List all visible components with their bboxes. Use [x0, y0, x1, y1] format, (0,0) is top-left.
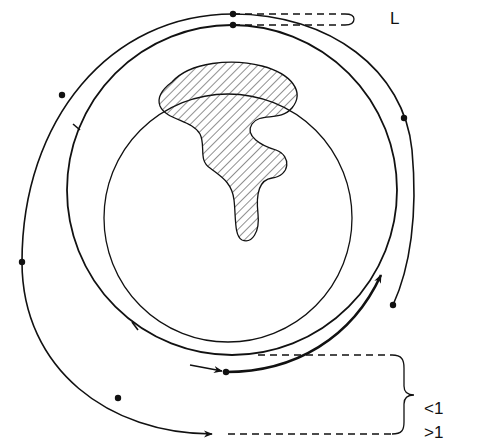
- tick: [73, 124, 80, 130]
- approach-arrow: [190, 365, 222, 371]
- orbit-point: [115, 395, 121, 401]
- orbit-point: [59, 92, 65, 98]
- leader-line: [258, 354, 392, 355]
- leader-line: [228, 433, 392, 434]
- bold-trajectory: [226, 275, 381, 372]
- transfer-trajectory: [233, 14, 414, 305]
- brace: [392, 355, 414, 434]
- orbit-point: [19, 259, 25, 265]
- orbit-point: [401, 115, 407, 121]
- orbit-point: [390, 302, 396, 308]
- orbit-point: [223, 369, 229, 375]
- ratio-label: >1: [424, 424, 443, 441]
- orbit-points: [19, 11, 407, 401]
- transfer-trajectory: [22, 14, 233, 434]
- leader-line: [233, 13, 345, 14]
- leader-line: [233, 24, 345, 25]
- ratio-label: <1: [424, 400, 443, 417]
- tick: [132, 322, 138, 330]
- orbit-point: [230, 22, 236, 28]
- continent: [159, 62, 297, 241]
- orbit-label: L: [390, 10, 399, 27]
- orbit-point: [230, 11, 236, 17]
- orbit-ring: [67, 25, 397, 355]
- bracket: [345, 14, 354, 25]
